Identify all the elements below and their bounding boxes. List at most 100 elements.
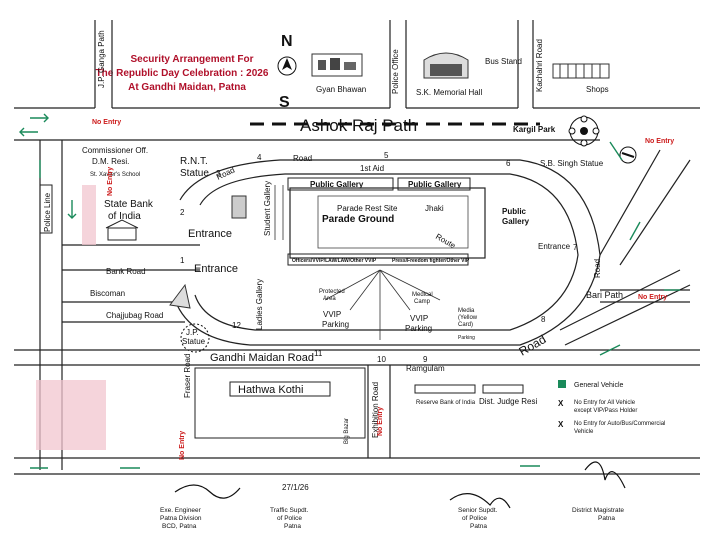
svg-text:of Police: of Police: [462, 515, 487, 522]
svg-text:Senior Supdt.: Senior Supdt.: [458, 507, 498, 514]
gate-2: 2: [180, 208, 185, 217]
gandhi-maidan-road: [14, 349, 700, 366]
ramgulam-label: Ramgulam: [406, 364, 445, 373]
gate-7: 7: [573, 243, 578, 252]
reserve-bank-label: Reserve Bank of India: [416, 400, 476, 406]
signature-3: Senior Supdt. of Police Patna: [458, 507, 498, 530]
public-gallery-right-2: Gallery: [502, 217, 530, 226]
pink-zone-2: [36, 380, 106, 450]
vvip-parking-main-1: VVIP: [410, 314, 428, 323]
svg-text:Exe. Engineer: Exe. Engineer: [160, 507, 202, 514]
media-3: Card): [458, 322, 473, 328]
signature-area: [174, 461, 626, 509]
south-east-road: [559, 269, 691, 346]
parking-fan-roads: [324, 269, 441, 340]
gate-numbers: 1 2 3 4 5 6 7 8 9 10 11 12: [180, 151, 578, 364]
jp-statue-1: J.P.: [186, 328, 199, 337]
dist-judge-block: [482, 384, 524, 394]
svg-text:Patna: Patna: [470, 523, 487, 530]
legend-general-vehicle: General Vehicle: [574, 382, 624, 389]
reserve-bank-block: [414, 384, 476, 394]
shops-label: Shops: [586, 85, 609, 94]
no-entry-5: No Entry: [377, 407, 384, 436]
hathwa-kothi-block: [194, 367, 366, 439]
kachahri-road: [517, 20, 534, 108]
exhibition-road-label: Exhibition Road: [371, 382, 380, 438]
vvip-parking-2: Parking: [322, 320, 349, 329]
shops-icon: [552, 63, 610, 79]
public-gallery-right-1: Public: [502, 207, 527, 216]
gate-9: 9: [423, 355, 428, 364]
title-line-2: The Republic Day Celebration : 2026: [96, 68, 269, 79]
police-office-road: [389, 20, 407, 108]
parade-ground-area: [289, 187, 486, 259]
signature-4: District Magistrate Patna: [572, 507, 624, 522]
no-entry-1: No Entry: [92, 119, 121, 126]
no-entry-6: No Entry: [107, 167, 114, 196]
police-line-box: [39, 184, 53, 234]
ashok-raj-path-label: Ashok Raj Path: [300, 116, 417, 135]
media-2: (Yellow: [458, 315, 478, 321]
road-vertical-right-label: Road: [593, 259, 602, 278]
svg-text:Patna: Patna: [598, 515, 615, 522]
hathwa-kothi-label: Hathwa Kothi: [238, 384, 303, 396]
bank-road-label: Bank Road: [106, 267, 146, 276]
gate-10: 10: [377, 355, 386, 364]
gate-5: 5: [384, 151, 389, 160]
officer-gallery-label: Officers/VVIP/LAW/LAW/Other VVIP: [292, 258, 377, 264]
title-line-1: Security Arrangement For: [131, 54, 254, 65]
road-right-label: Road: [517, 332, 549, 358]
bus-stand-label: Bus Stand: [485, 57, 522, 66]
vvip-parking-main-2: Parking: [405, 324, 432, 333]
right-diagonal-road: [599, 149, 691, 266]
gate-1: 1: [180, 256, 185, 265]
ring-road-inner: [194, 173, 579, 331]
legend-no-entry-bus-2: Vehicle: [574, 429, 594, 435]
jp-statue-2: Statue: [182, 337, 206, 346]
legend-general-vehicle-swatch: [558, 380, 566, 388]
kachahri-road-label: Kachahri Road: [535, 39, 544, 92]
compass-south: S: [279, 94, 290, 111]
gyan-bhawan-label: Gyan Bhawan: [316, 85, 366, 94]
handwritten-date: 27/1/26: [282, 483, 309, 492]
dm-resi-label: D.M. Resi.: [92, 157, 129, 166]
gate-4: 4: [257, 153, 262, 162]
svg-text:Patna Division: Patna Division: [160, 515, 202, 522]
entrance-left-2: Entrance: [194, 263, 238, 275]
jp-ganga-path-label: J.P. Ganga Path: [97, 30, 106, 88]
signature-2: Traffic Supdt. of Police Patna: [270, 507, 308, 530]
compass-icon: [277, 56, 297, 76]
jp-ganga-path-road: [94, 20, 113, 108]
entrance-left-1: Entrance: [188, 228, 232, 240]
no-entry-4: No Entry: [179, 431, 186, 460]
legend-no-entry-bus-1: No Entry for Auto/Bus/Commercial: [574, 421, 665, 427]
public-gallery-1-label: Public Gallery: [310, 180, 364, 189]
biscoman-label: Biscoman: [90, 289, 125, 298]
parade-rest-site-label: Parade Rest Site: [337, 204, 398, 213]
commissioner-label: Commissioner Off.: [82, 146, 148, 155]
bari-path-label: Bari Path: [586, 290, 623, 300]
entrance-right-label: Entrance: [538, 242, 571, 251]
gate-6: 6: [506, 159, 511, 168]
vvip-parking-1: VVIP: [323, 310, 341, 319]
sb-singh-statue-label: S.B. Singh Statue: [540, 159, 604, 168]
medical-camp-2: Camp: [414, 299, 431, 305]
ladies-gallery-label: Ladies Gallery: [255, 279, 264, 330]
legend-no-entry-vip-2: except VIP/Pass Holder: [574, 408, 637, 414]
bottom-road: [14, 457, 700, 475]
svg-text:BCD, Patna: BCD, Patna: [162, 523, 197, 530]
media-4: Parking: [458, 335, 475, 341]
svg-text:Traffic Supdt.: Traffic Supdt.: [270, 507, 308, 514]
traffic-arrows: [19, 113, 680, 469]
dist-judge-label: Dist. Judge Resi: [479, 397, 537, 406]
parade-ground-label: Parade Ground: [322, 214, 394, 225]
protected-area-2: Area: [323, 296, 336, 302]
medical-camp-1: Medical: [412, 292, 433, 298]
legend-x-1: X: [558, 399, 564, 408]
gyan-bhawan-icon: [311, 53, 363, 77]
fraser-road-label: Fraser Road: [183, 354, 192, 398]
rnt-statue-icon: [231, 195, 247, 219]
sb-singh-statue-icon: [619, 146, 637, 164]
state-bank-building-icon: [105, 219, 139, 241]
public-gallery-north-east: [397, 177, 471, 191]
